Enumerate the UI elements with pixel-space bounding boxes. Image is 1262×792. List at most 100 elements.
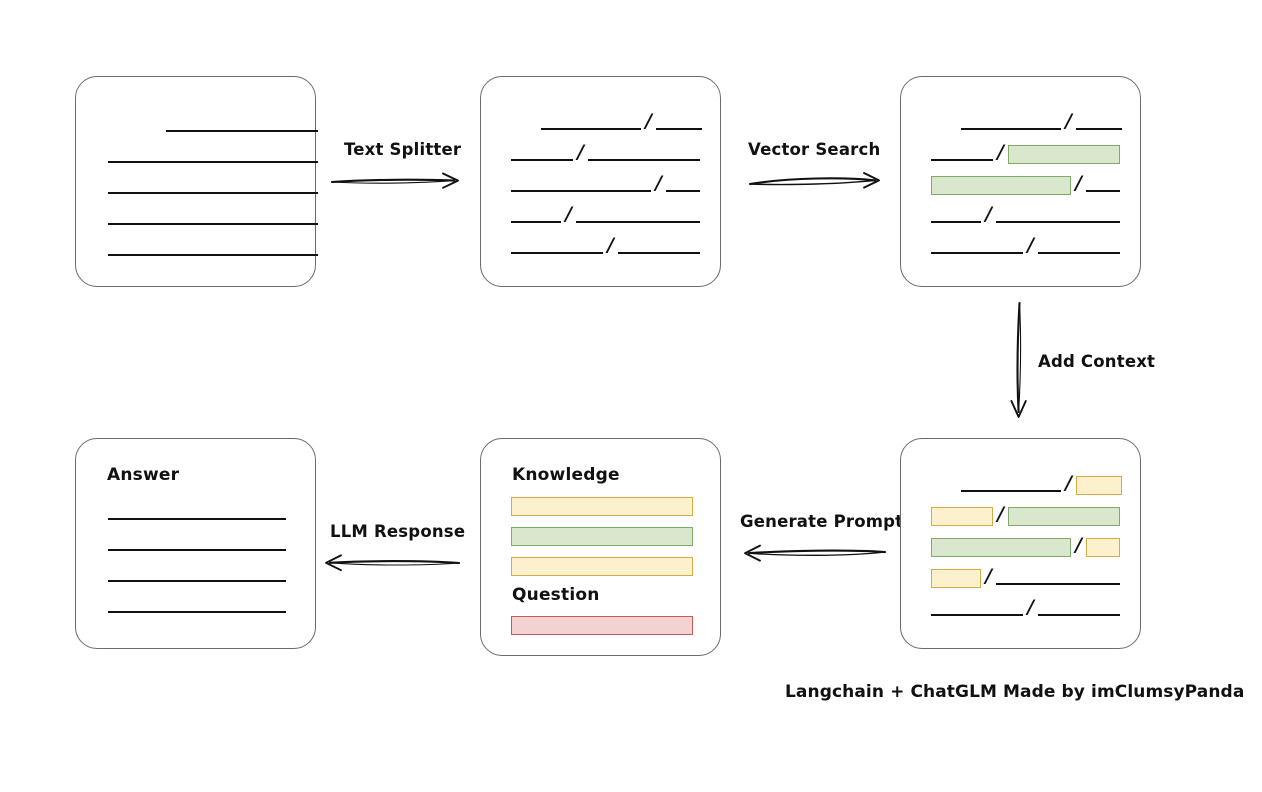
card-answer[interactable]: Answer bbox=[75, 438, 316, 649]
document-row: / bbox=[511, 235, 700, 257]
text-line-segment bbox=[587, 159, 700, 161]
question-bar-1 bbox=[511, 616, 693, 635]
card-prompt[interactable]: Knowledge Question bbox=[480, 438, 721, 656]
arrow-generate-prompt: Generate Prompt bbox=[740, 512, 903, 567]
context-chunks-rows: / / / / / bbox=[901, 439, 1140, 648]
highlighted-chunk-yellow bbox=[1085, 538, 1120, 557]
chunk-separator-slash: / bbox=[655, 172, 662, 194]
text-line-segment bbox=[108, 192, 318, 194]
arrow-label-generate-prompt: Generate Prompt bbox=[740, 512, 904, 531]
matched-chunks-rows: / / / / / bbox=[901, 77, 1140, 286]
card-matched-chunks[interactable]: / / / / / bbox=[900, 76, 1141, 287]
text-line-segment bbox=[961, 128, 1061, 130]
arrow-llm-response: LLM Response bbox=[322, 522, 466, 577]
chunk-separator-slash: / bbox=[985, 203, 992, 225]
arrow-add-context: Add Context bbox=[1000, 300, 1160, 425]
knowledge-label: Knowledge bbox=[512, 465, 620, 485]
arrow-label-add-context: Add Context bbox=[1038, 352, 1156, 371]
footer-credit: Langchain + ChatGLM Made by imClumsyPand… bbox=[785, 682, 1245, 702]
arrow-shaft-vector-search bbox=[748, 172, 880, 189]
document-row: / bbox=[931, 504, 1120, 526]
text-line-segment bbox=[665, 190, 700, 192]
text-line-segment bbox=[995, 221, 1120, 223]
document-row: / bbox=[511, 204, 700, 226]
arrow-shaft-text-splitter bbox=[330, 172, 459, 189]
highlighted-chunk-green bbox=[1007, 507, 1120, 526]
arrow-label-llm-response: LLM Response bbox=[330, 522, 466, 541]
text-line-segment bbox=[961, 490, 1061, 492]
text-line-segment bbox=[108, 611, 286, 613]
arrow-text-splitter: Text Splitter bbox=[330, 140, 465, 195]
text-line-segment bbox=[931, 159, 993, 161]
highlighted-chunk-yellow bbox=[931, 569, 981, 588]
text-line-segment bbox=[931, 252, 1023, 254]
document-row: / bbox=[931, 142, 1120, 164]
text-line-segment bbox=[1037, 252, 1120, 254]
document-row bbox=[108, 206, 318, 228]
text-line-segment bbox=[655, 128, 702, 130]
chunk-separator-slash: / bbox=[565, 203, 572, 225]
text-line-segment bbox=[1037, 614, 1120, 616]
arrow-shaft-add-context bbox=[1010, 301, 1027, 418]
card-context-chunks[interactable]: / / / / / bbox=[900, 438, 1141, 649]
document-row: / bbox=[541, 111, 702, 133]
document-row bbox=[108, 501, 286, 523]
highlighted-chunk-yellow bbox=[931, 507, 993, 526]
chunk-separator-slash: / bbox=[577, 141, 584, 163]
document-row: / bbox=[961, 473, 1122, 495]
card-source-document[interactable] bbox=[75, 76, 318, 287]
highlighted-chunk-yellow bbox=[1075, 476, 1122, 495]
text-line-segment bbox=[1075, 128, 1122, 130]
highlighted-chunk-green bbox=[1007, 145, 1120, 164]
text-line-segment bbox=[511, 159, 573, 161]
answer-label: Answer bbox=[107, 465, 180, 485]
arrow-label-vector-search: Vector Search bbox=[748, 140, 881, 159]
text-line-segment bbox=[995, 583, 1120, 585]
answer-rows bbox=[76, 439, 315, 648]
text-line-segment bbox=[931, 614, 1023, 616]
text-line-segment bbox=[931, 221, 981, 223]
text-line-segment bbox=[108, 254, 318, 256]
knowledge-bar-3 bbox=[511, 557, 693, 576]
chunk-separator-slash: / bbox=[1075, 534, 1082, 556]
document-row bbox=[108, 532, 286, 554]
text-line-segment bbox=[511, 190, 651, 192]
text-line-segment bbox=[1085, 190, 1120, 192]
arrow-shaft-llm-response bbox=[325, 554, 461, 572]
text-line-segment bbox=[511, 252, 603, 254]
document-row: / bbox=[931, 597, 1120, 619]
chunk-separator-slash: / bbox=[997, 503, 1004, 525]
document-row: / bbox=[511, 142, 700, 164]
arrow-shaft-generate-prompt bbox=[744, 544, 887, 562]
text-line-segment bbox=[575, 221, 700, 223]
document-row bbox=[166, 113, 318, 135]
document-row bbox=[108, 563, 286, 585]
chunk-separator-slash: / bbox=[997, 141, 1004, 163]
highlighted-chunk-green bbox=[931, 538, 1071, 557]
text-line-segment bbox=[108, 223, 318, 225]
arrow-vector-search: Vector Search bbox=[748, 140, 886, 195]
chunk-separator-slash: / bbox=[645, 110, 652, 132]
document-row bbox=[108, 594, 286, 616]
card-split-chunks[interactable]: / / / / / bbox=[480, 76, 721, 287]
knowledge-bar-1 bbox=[511, 497, 693, 516]
text-line-segment bbox=[108, 518, 286, 520]
chunk-separator-slash: / bbox=[607, 234, 614, 256]
document-row bbox=[108, 175, 318, 197]
source-document-rows bbox=[76, 77, 318, 286]
chunk-separator-slash: / bbox=[1027, 234, 1034, 256]
highlighted-chunk-green bbox=[931, 176, 1071, 195]
text-line-segment bbox=[166, 130, 318, 132]
document-row: / bbox=[931, 173, 1120, 195]
chunk-separator-slash: / bbox=[1065, 472, 1072, 494]
document-row: / bbox=[931, 566, 1120, 588]
document-row: / bbox=[931, 535, 1120, 557]
text-line-segment bbox=[511, 221, 561, 223]
knowledge-bar-2 bbox=[511, 527, 693, 546]
chunk-separator-slash: / bbox=[1075, 172, 1082, 194]
document-row: / bbox=[511, 173, 700, 195]
chunk-separator-slash: / bbox=[1065, 110, 1072, 132]
document-row bbox=[108, 237, 318, 259]
document-row bbox=[108, 144, 318, 166]
